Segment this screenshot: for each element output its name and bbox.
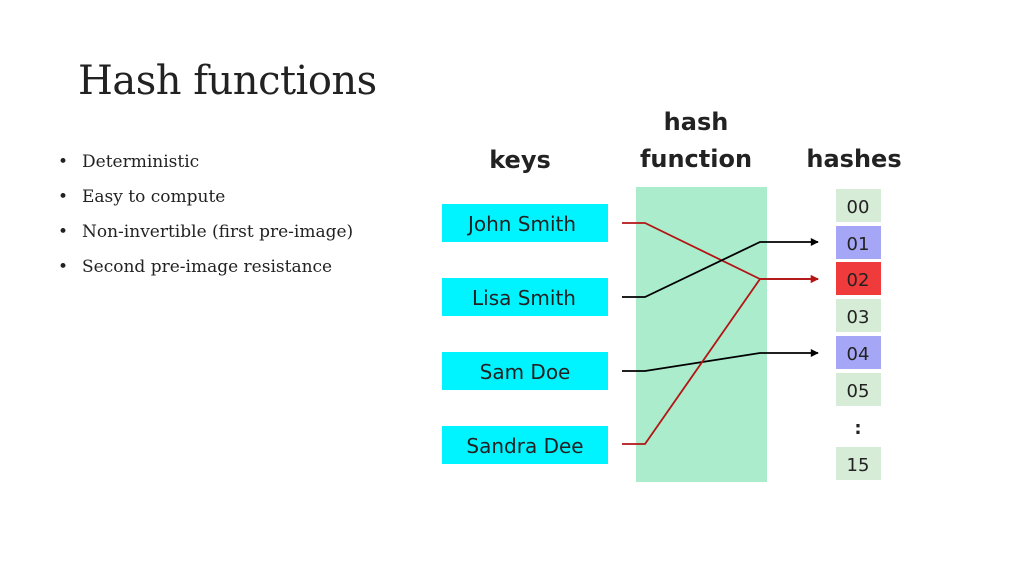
- hash-label: 15: [847, 455, 870, 476]
- key-box-rect: [442, 426, 608, 464]
- mapping-line-lisa-smith: [622, 238, 819, 298]
- hash-slot: 05: [836, 373, 881, 406]
- bullet-text: Non-invertible (first pre-image): [82, 222, 354, 242]
- hash-slot: 00: [836, 189, 881, 222]
- key-box: Lisa Smith: [442, 278, 608, 316]
- bullet-text: Deterministic: [82, 152, 200, 172]
- hash-function-band: [636, 187, 767, 482]
- key-box-rect: [442, 352, 608, 390]
- bullet-dot-icon: •: [58, 152, 69, 172]
- hash-slot: 15: [836, 447, 881, 480]
- hash-slot-rect: [836, 299, 881, 332]
- bullet-item: • Non-invertible (first pre-image): [58, 218, 353, 253]
- mapping-line-sandra-dee: [622, 275, 819, 445]
- hash-slot-rect: [836, 189, 881, 222]
- bullet-item: • Deterministic: [58, 148, 353, 183]
- hash-slot: 03: [836, 299, 881, 332]
- hash-label: 01: [847, 234, 870, 255]
- bullet-list: • Deterministic • Easy to compute • Non-inv…: [58, 148, 353, 288]
- key-label: Sam Doe: [480, 360, 571, 384]
- hash-label: 02: [847, 270, 870, 291]
- hash-label: 03: [847, 307, 870, 328]
- key-label: Sandra Dee: [466, 434, 583, 458]
- bullet-item: • Easy to compute: [58, 183, 353, 218]
- key-box-rect: [442, 278, 608, 316]
- hash-slot-rect: [836, 262, 881, 295]
- key-label: Lisa Smith: [472, 286, 576, 310]
- bullet-dot-icon: •: [58, 257, 69, 277]
- hash-slot-rect: [836, 447, 881, 480]
- hash-label: 05: [847, 381, 870, 402]
- key-box: Sandra Dee: [442, 426, 608, 464]
- hash-slot-rect: [836, 373, 881, 406]
- key-box: Sam Doe: [442, 352, 608, 390]
- hash-label: 00: [847, 197, 870, 218]
- hash-function-header-line2: function: [640, 145, 752, 173]
- hash-slot: 04: [836, 336, 881, 369]
- bullet-text: Second pre-image resistance: [82, 257, 333, 277]
- hash-ellipsis: :: [854, 418, 861, 439]
- key-label: John Smith: [466, 212, 576, 236]
- hash-slot-rect: [836, 336, 881, 369]
- hashes-header: hashes: [806, 145, 901, 173]
- hash-slot: 01: [836, 226, 881, 259]
- bullet-item: • Second pre-image resistance: [58, 253, 353, 288]
- page-title: Hash functions: [78, 58, 377, 104]
- bullet-text: Easy to compute: [82, 187, 226, 207]
- bullet-dot-icon: •: [58, 187, 69, 207]
- key-box: John Smith: [442, 204, 608, 242]
- hash-slot-rect: [836, 226, 881, 259]
- bullet-dot-icon: •: [58, 222, 69, 242]
- hash-slot: 02: [836, 262, 881, 295]
- keys-header: keys: [489, 146, 551, 174]
- hash-function-header-line1: hash: [664, 108, 729, 136]
- hash-label: 04: [847, 344, 870, 365]
- key-box-rect: [442, 204, 608, 242]
